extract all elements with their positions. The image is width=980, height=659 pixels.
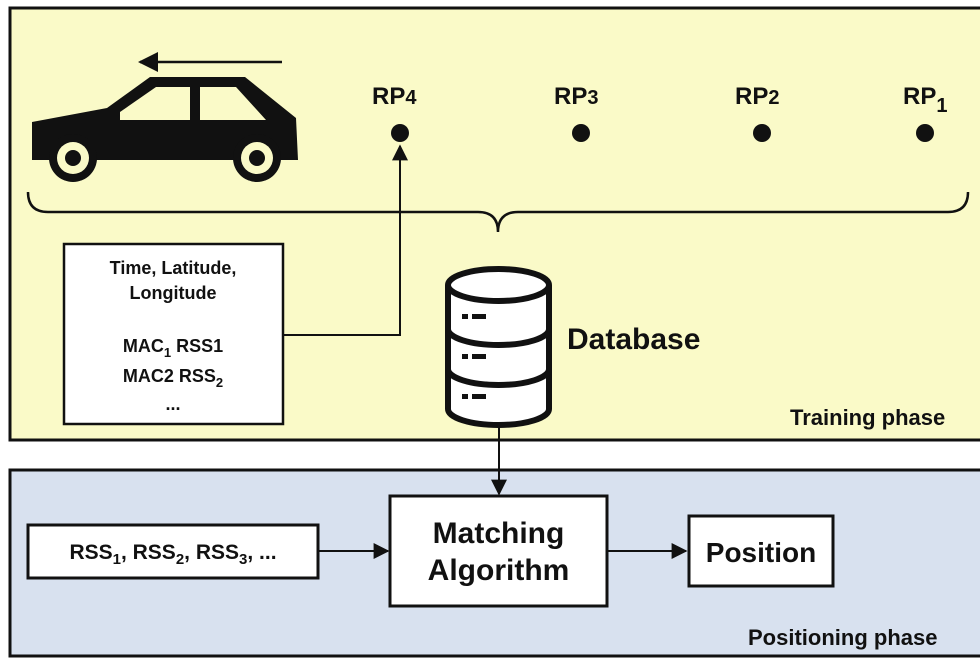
- record-to-rp4-arrow: [283, 144, 408, 336]
- svg-text:RP3: RP3: [554, 83, 598, 110]
- rp2-subscript: 2: [768, 87, 779, 109]
- rp2-dot: [753, 124, 771, 142]
- svg-text:RP1: RP1: [903, 83, 947, 117]
- training-phase-label: Training phase: [790, 405, 945, 430]
- route-brace: [26, 191, 970, 233]
- car-icon: [32, 77, 298, 182]
- record-longitude: Longitude: [130, 283, 217, 303]
- rp3-name: RP: [554, 83, 587, 110]
- database-icon: [445, 266, 552, 428]
- position-box: Position: [687, 514, 835, 588]
- rss-input-box: RSS1, RSS2, RSS3, ...: [26, 523, 320, 580]
- rp1-subscript: 1: [936, 95, 947, 117]
- rp3-dot: [572, 124, 590, 142]
- rp4-name: RP: [372, 83, 405, 110]
- reference-point-rp2: RP2: [735, 83, 779, 142]
- svg-text:RP4: RP4: [372, 83, 417, 110]
- matching-algorithm-box: Matching Algorithm: [388, 494, 609, 608]
- database-label: Database: [567, 323, 700, 356]
- svg-text:RP2: RP2: [735, 83, 779, 110]
- record-time-lat: Time, Latitude,: [110, 258, 237, 278]
- record-ellipsis: ...: [165, 394, 180, 414]
- rp3-subscript: 3: [587, 87, 598, 109]
- rp4-dot: [391, 124, 409, 142]
- reference-point-rp1: RP1: [903, 83, 947, 142]
- reference-point-rp4: RP4: [372, 83, 417, 142]
- record-box: Time, Latitude, Longitude MAC1 RSS1 MAC2…: [62, 242, 285, 426]
- positioning-phase-label: Positioning phase: [748, 625, 937, 650]
- record-mac2-rss2: MAC2 RSS2: [123, 366, 223, 390]
- rss-input-text: RSS1, RSS2, RSS3, ...: [69, 541, 276, 568]
- position-label: Position: [706, 537, 816, 568]
- record-mac1-rss1: MAC1 RSS1: [123, 336, 223, 360]
- matching-line1: Matching: [433, 517, 565, 550]
- rp2-name: RP: [735, 83, 768, 110]
- rp1-name: RP: [903, 83, 936, 110]
- rp4-subscript: 4: [405, 87, 417, 109]
- matching-line2: Algorithm: [428, 554, 570, 587]
- rp1-dot: [916, 124, 934, 142]
- reference-point-rp3: RP3: [554, 83, 598, 142]
